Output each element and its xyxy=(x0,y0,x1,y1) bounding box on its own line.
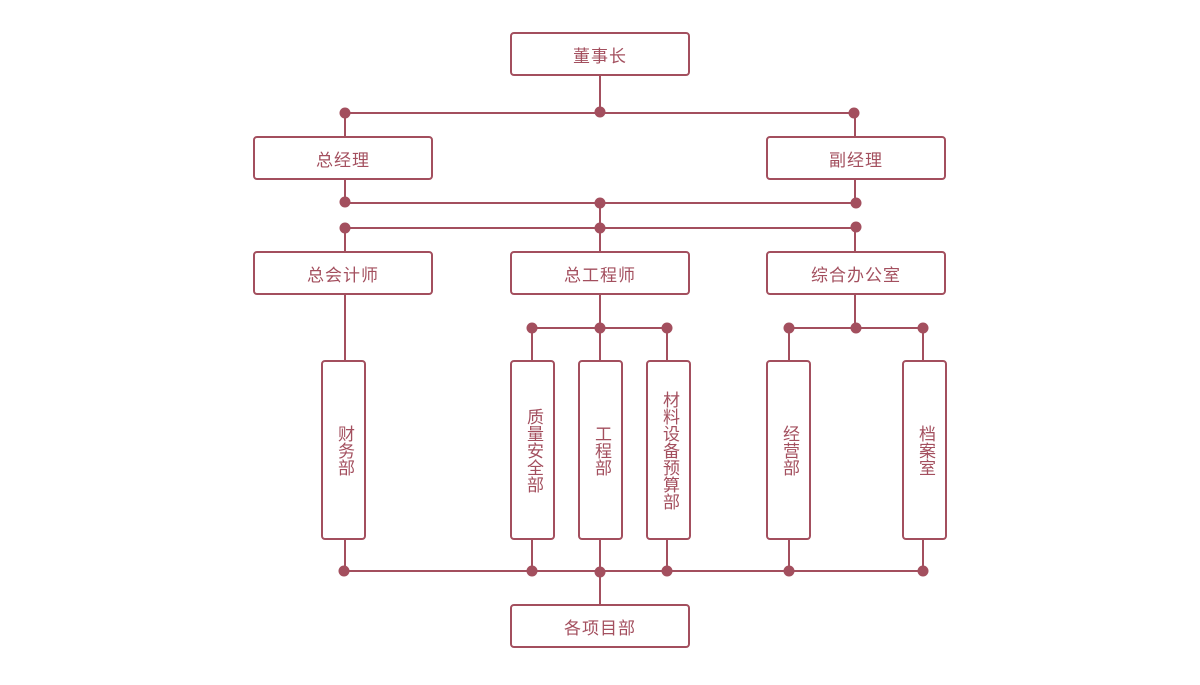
junction-dot xyxy=(917,565,929,577)
junction-dot xyxy=(848,107,860,119)
junction-dot xyxy=(594,106,606,118)
junction-dot xyxy=(594,222,606,234)
junction-dot xyxy=(783,565,795,577)
node-engineering-dept: 工程部 xyxy=(578,360,623,540)
node-chairman: 董事长 xyxy=(510,32,690,76)
junction-dot xyxy=(594,197,606,209)
junction-dot xyxy=(339,107,351,119)
node-chief-accountant: 总会计师 xyxy=(253,251,433,295)
junction-dot xyxy=(661,565,673,577)
junction-dot xyxy=(594,322,606,334)
junction-dot xyxy=(850,197,862,209)
junction-dot xyxy=(339,222,351,234)
junction-dot xyxy=(783,322,795,334)
node-finance-dept: 财务部 xyxy=(321,360,366,540)
junction-dot xyxy=(526,565,538,577)
node-operations-dept: 经营部 xyxy=(766,360,811,540)
node-quality-safety-dept: 质量安全部 xyxy=(510,360,555,540)
junction-dot xyxy=(917,322,929,334)
node-general-manager: 总经理 xyxy=(253,136,433,180)
node-chief-engineer: 总工程师 xyxy=(510,251,690,295)
node-deputy-manager: 副经理 xyxy=(766,136,946,180)
junction-dot xyxy=(661,322,673,334)
node-project-depts: 各项目部 xyxy=(510,604,690,648)
junction-dot xyxy=(594,566,606,578)
junction-dot xyxy=(526,322,538,334)
node-materials-budget-dept: 材料设备预算部 xyxy=(646,360,691,540)
junction-dot xyxy=(850,322,862,334)
junction-dot xyxy=(339,196,351,208)
junction-dot xyxy=(338,565,350,577)
node-general-office: 综合办公室 xyxy=(766,251,946,295)
node-archives-office: 档案室 xyxy=(902,360,947,540)
junction-dot xyxy=(850,221,862,233)
